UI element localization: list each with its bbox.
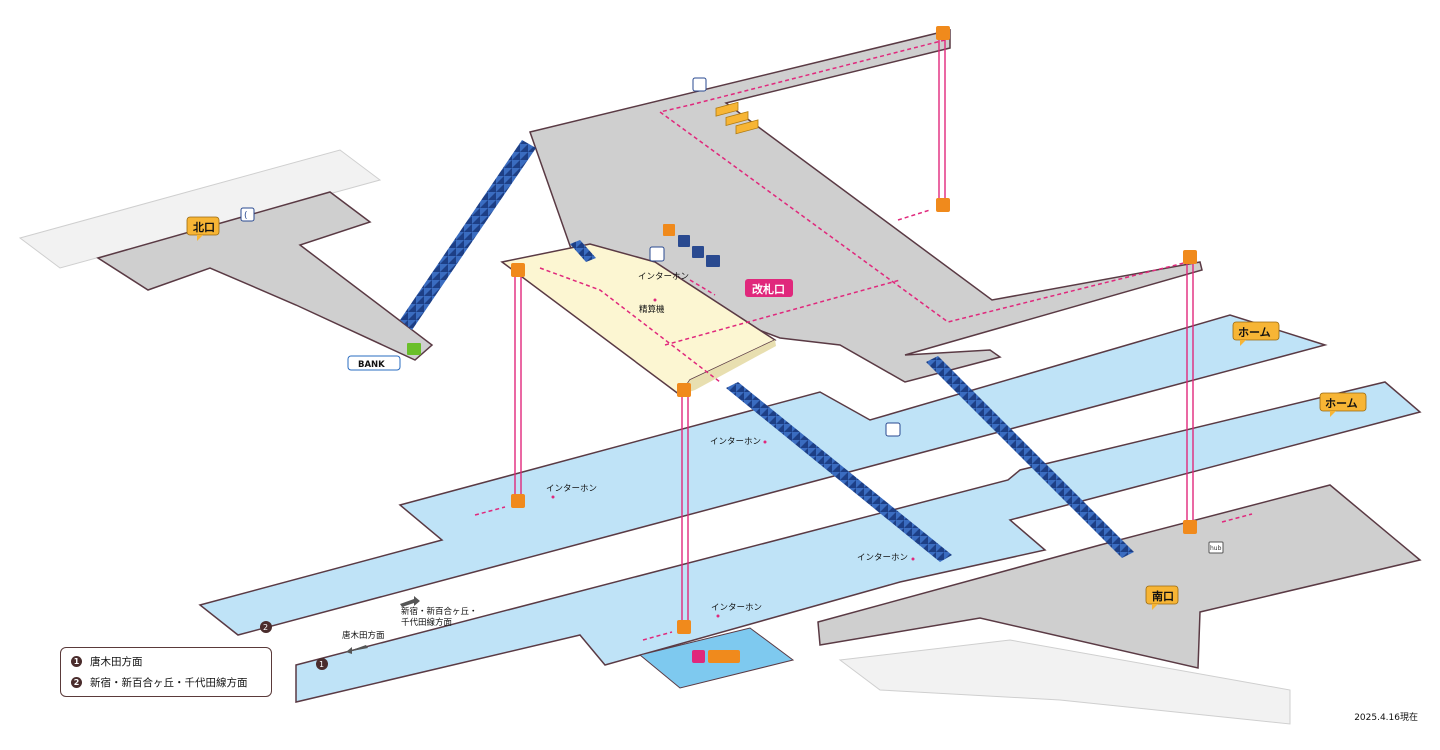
stairlift-icon xyxy=(885,422,901,437)
ticket-gate-tag: 改札口 xyxy=(745,279,793,297)
home-tag-2: ホーム xyxy=(1319,392,1367,417)
south-exit-label: 南口 xyxy=(1152,589,1174,603)
platform-lower xyxy=(295,381,1422,703)
accessible-icon xyxy=(706,255,720,267)
legend-row-1: 1 唐木田方面 xyxy=(71,654,143,669)
arrow-shinjuku xyxy=(400,596,420,607)
direction-shinjuku-label: 新宿・新百合ヶ丘・ xyxy=(401,606,478,617)
stairs-center-a xyxy=(726,382,952,562)
north-walkway xyxy=(18,149,382,269)
home-label-2: ホーム xyxy=(1325,397,1358,410)
arrow-karakida xyxy=(346,645,368,654)
bank-logo xyxy=(347,355,401,371)
bank-text: BANK xyxy=(358,360,385,370)
platform-upper xyxy=(198,314,1328,636)
atm-icon xyxy=(407,343,421,355)
stairs-south xyxy=(926,356,1134,558)
track-number-2-text: 2 xyxy=(263,623,268,632)
elevator-shafts xyxy=(514,40,1194,620)
south-walkway xyxy=(838,639,1291,725)
phone-icon xyxy=(240,207,255,222)
intercom-label-1: インターホン xyxy=(710,437,761,447)
home-label-1: ホーム xyxy=(1238,326,1271,339)
legend-num-1: 1 xyxy=(71,656,82,667)
hub-text: hub xyxy=(1210,545,1222,552)
south-exit-tag: 南口 xyxy=(1145,585,1179,610)
hub-logo xyxy=(1208,541,1224,554)
intercom-label-concourse: インターホン xyxy=(638,272,689,282)
info-icon-2 xyxy=(692,246,704,258)
track-number-1-text: 1 xyxy=(319,660,324,669)
track-number-2 xyxy=(260,621,272,633)
direction-chiyoda-label: 千代田線方面 xyxy=(401,617,453,628)
info-icon xyxy=(678,235,690,247)
ticket-icon xyxy=(692,77,707,92)
north-exit-label: 北口 xyxy=(193,220,215,234)
intercom-label-4: インターホン xyxy=(711,603,762,613)
inner-concourse-edge xyxy=(680,340,776,395)
direction-karakida-label: 唐木田方面 xyxy=(342,630,385,641)
intercom-label-2: インターホン xyxy=(546,484,597,494)
legend-text-2: 新宿・新百合ヶ丘・千代田線方面 xyxy=(90,677,248,689)
home-tag-1: ホーム xyxy=(1232,321,1280,346)
track-number-1 xyxy=(316,658,328,670)
coin-locker-icon xyxy=(649,246,665,262)
fare-gates xyxy=(715,101,759,135)
south-concourse xyxy=(817,484,1422,669)
stairs-north xyxy=(400,140,536,330)
stairs-inner xyxy=(570,240,596,262)
fare-adjust-label: 精算機 xyxy=(639,304,665,315)
legend-num-2: 2 xyxy=(71,677,82,688)
phone-glyph: ( xyxy=(244,211,248,221)
direction-legend: 1 唐木田方面 2 新宿・新百合ヶ丘・千代田線方面 xyxy=(60,647,272,697)
elevator-icon xyxy=(511,26,1197,634)
accessible-routes xyxy=(474,39,1253,641)
intercom-dots xyxy=(551,298,915,618)
ticket-gate-label: 改札口 xyxy=(752,282,785,296)
north-exit-tag: 北口 xyxy=(186,216,220,241)
intercom-label-3: インターホン xyxy=(857,553,908,563)
date-label: 2025.4.16現在 xyxy=(1354,713,1418,723)
north-concourse xyxy=(96,191,434,361)
toilet-icon xyxy=(692,650,740,663)
ticket-machine-icon xyxy=(663,224,675,236)
legend-text-1: 唐木田方面 xyxy=(90,656,143,668)
legend-row-2: 2 新宿・新百合ヶ丘・千代田線方面 xyxy=(71,675,248,690)
